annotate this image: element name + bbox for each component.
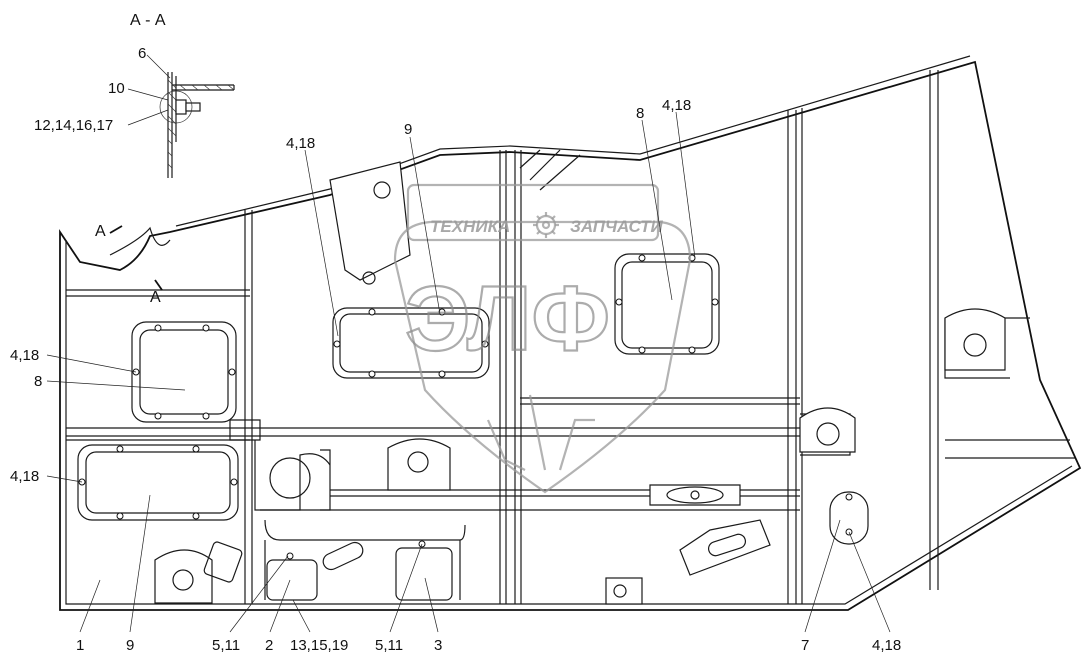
callout-9-b: 9	[126, 637, 134, 654]
watermark-logo: ТЕХНИКА ЗАПЧАСТИ ЭЛФ	[393, 183, 692, 494]
callout-8-b: 8	[34, 373, 42, 390]
callout-1: 1	[76, 637, 84, 654]
callout-4-18-e: 4,18	[872, 637, 901, 654]
callout-4-18-a: 4,18	[286, 135, 315, 152]
callout-6: 6	[138, 45, 146, 62]
callout-4-18-c: 4,18	[10, 347, 39, 364]
callout-7: 7	[801, 637, 809, 654]
watermark-left-word: ТЕХНИКА	[430, 217, 510, 236]
frame-outline	[59, 55, 1082, 611]
callout-4-18-d: 4,18	[10, 468, 39, 485]
callout-2: 2	[265, 637, 273, 654]
callout-5-11-b: 5,11	[375, 637, 403, 654]
callout-4-18-b: 4,18	[662, 97, 691, 114]
section-markers: А А	[95, 223, 163, 306]
brackets	[154, 161, 1006, 605]
gear-icon	[533, 212, 559, 238]
callout-13-15-19: 13,15,19	[290, 637, 348, 654]
callout-8-a: 8	[636, 105, 644, 122]
callout-5-11-a: 5,11	[212, 637, 240, 654]
callout-3: 3	[434, 637, 442, 654]
section-detail: А - А	[127, 12, 235, 178]
watermark-right-word: ЗАПЧАСТИ	[570, 217, 663, 236]
callout-12-14-16-17: 12,14,16,17	[34, 117, 113, 134]
section-marker-top: А	[95, 223, 106, 240]
callout-9-a: 9	[404, 121, 412, 138]
section-marker-bottom: А	[150, 289, 161, 306]
hatches	[77, 253, 869, 601]
leader-lines	[46, 111, 891, 633]
watermark-monogram: ЭЛФ	[405, 268, 610, 370]
section-title: А - А	[130, 12, 166, 29]
bolts	[78, 254, 853, 560]
callout-labels: 6 10 12,14,16,17 4,18 9 8 4,18 4,18 8 4,…	[10, 45, 901, 654]
callout-10: 10	[108, 80, 125, 97]
